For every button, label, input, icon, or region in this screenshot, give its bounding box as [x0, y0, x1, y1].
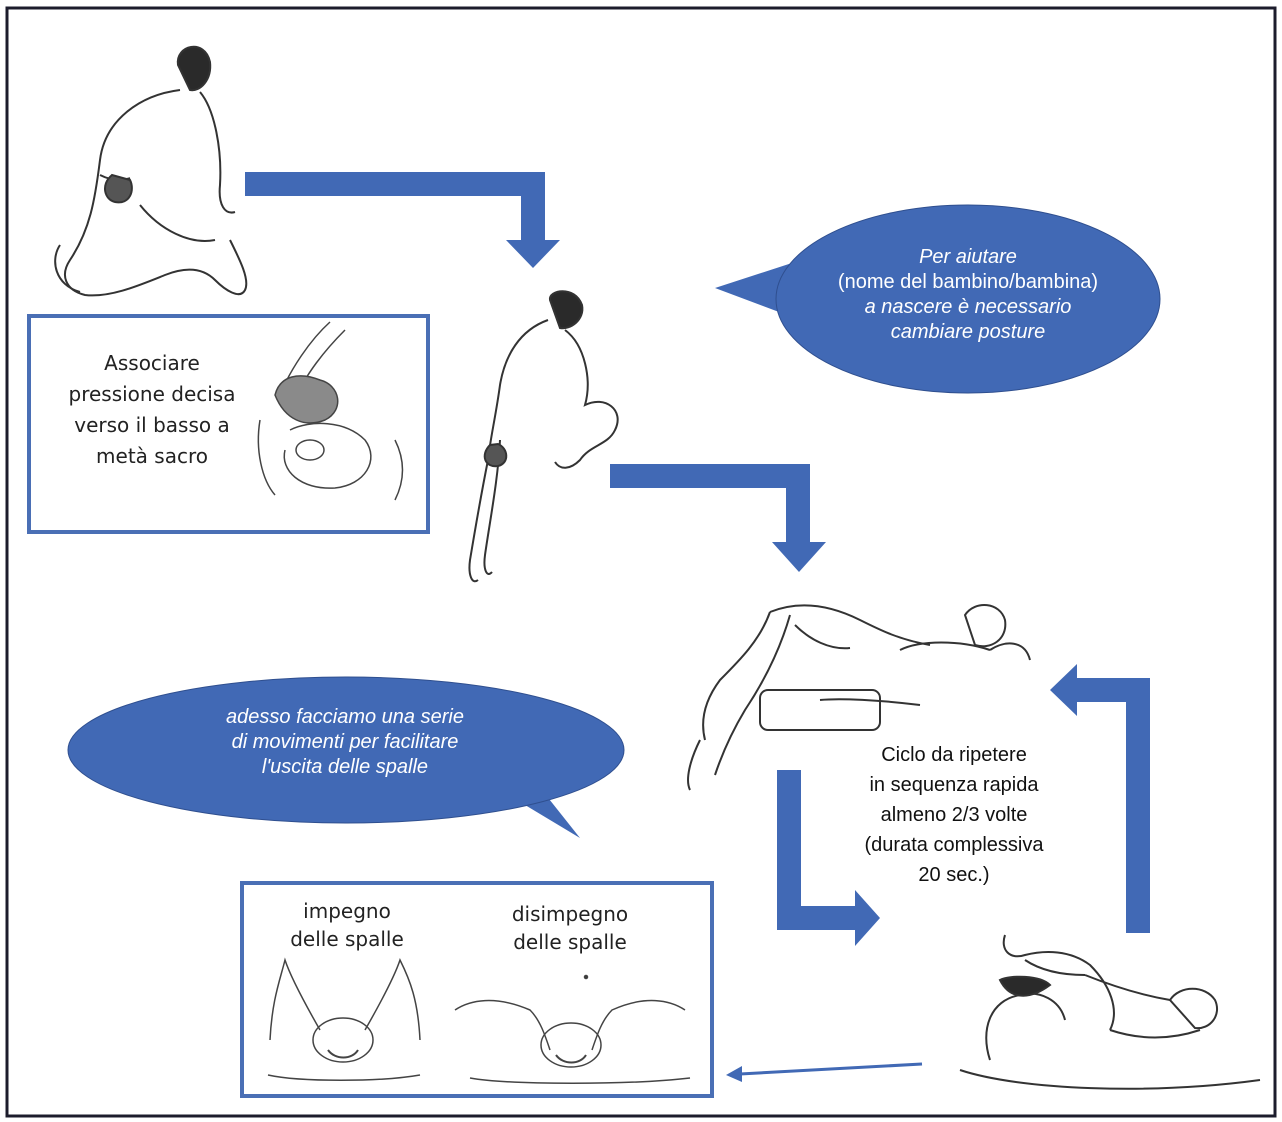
pressure-line1: Associare — [52, 350, 252, 377]
arrow-step1-to-step2 — [245, 172, 560, 268]
engagement-line2: delle spalle — [262, 925, 432, 953]
figure-lunge-illustration — [469, 291, 617, 581]
pressure-line3: verso il basso a — [52, 412, 252, 439]
bubble-bottom-line3: l'uscita delle spalle — [140, 755, 550, 780]
label-shoulder-engagement: impegno delle spalle — [262, 897, 432, 953]
cycle-line2: in sequenza rapida — [838, 770, 1070, 800]
cycle-line3: almeno 2/3 volte — [838, 800, 1070, 830]
speech-bubble-top-text: Per aiutare (nome del bambino/bambina) a… — [778, 245, 1158, 345]
arrow-step2-to-step3 — [610, 464, 826, 572]
pressure-instruction: Associare pressione decisa verso il bass… — [52, 350, 252, 470]
cycle-line4: (durata complessiva — [838, 830, 1070, 860]
figure-kneeling-illustration — [55, 47, 246, 296]
bubble-top-line2: (nome del bambino/bambina) — [778, 270, 1158, 295]
pressure-line4: metà sacro — [52, 443, 252, 470]
label-shoulder-disengagement: disimpegno delle spalle — [475, 900, 665, 956]
bubble-top-line4: cambiare posture — [778, 320, 1158, 345]
cycle-line1: Ciclo da ripetere — [838, 740, 1070, 770]
disengagement-line2: delle spalle — [475, 928, 665, 956]
pressure-line2: pressione decisa — [52, 381, 252, 408]
engagement-line1: impegno — [262, 897, 432, 925]
speech-bubble-bottom-text: adesso facciamo una serie di movimenti p… — [140, 705, 550, 780]
bubble-bottom-line2: di movimenti per facilitare — [140, 730, 550, 755]
bubble-bottom-line1: adesso facciamo una serie — [140, 705, 550, 730]
bubble-top-line1: Per aiutare — [778, 245, 1158, 270]
figure-knees-to-chest-illustration — [960, 935, 1260, 1089]
arrow-to-shoulders-box — [726, 1064, 922, 1082]
bubble-top-line3: a nascere è necessario — [778, 295, 1158, 320]
cycle-instruction: Ciclo da ripetere in sequenza rapida alm… — [838, 740, 1070, 890]
disengagement-line1: disimpegno — [475, 900, 665, 928]
cycle-line5: 20 sec.) — [838, 860, 1070, 890]
